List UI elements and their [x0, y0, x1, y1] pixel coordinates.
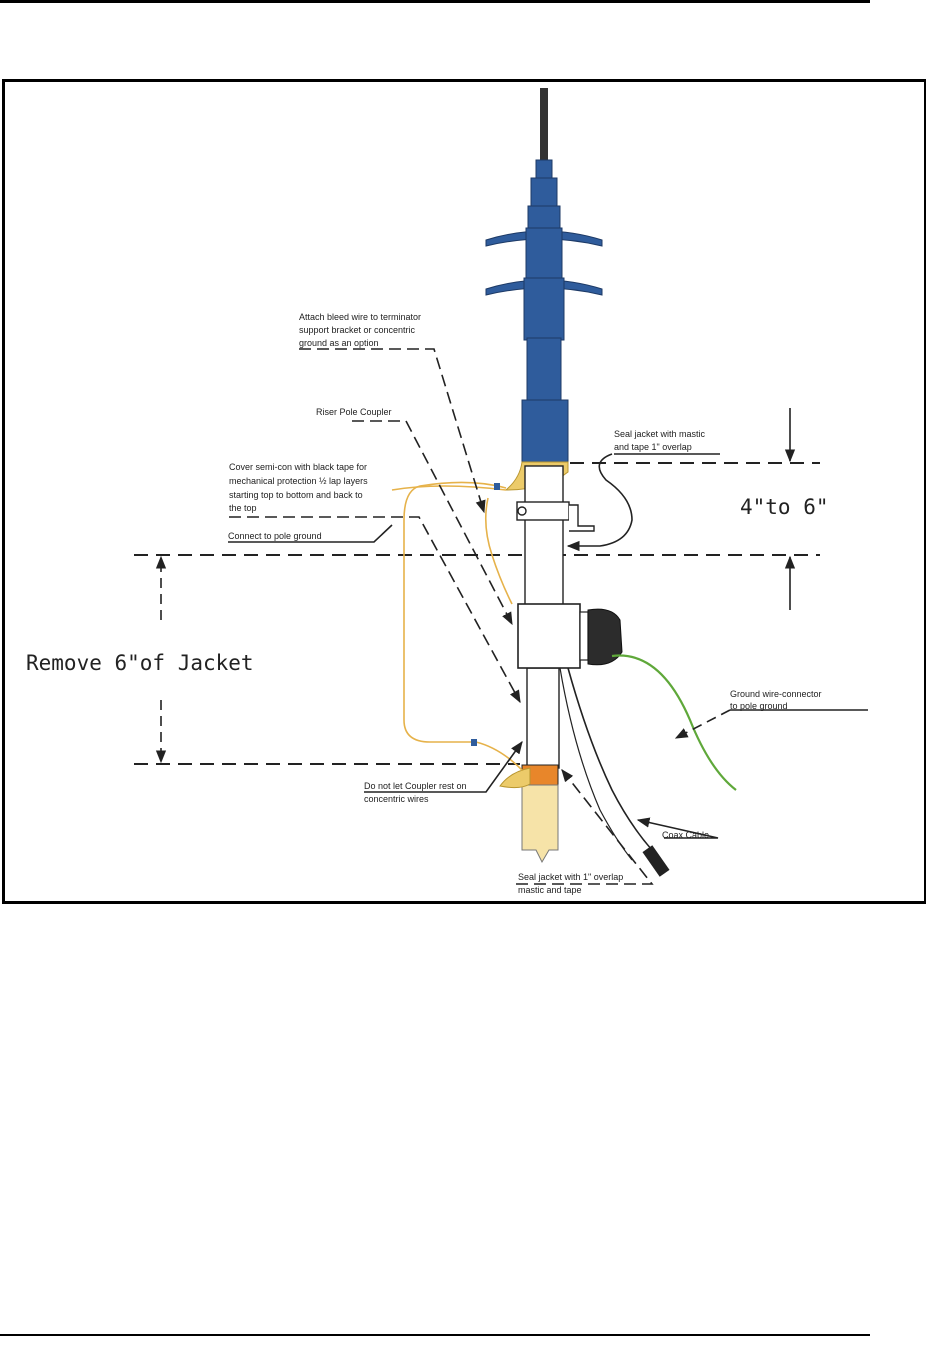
bleed-wires	[391, 481, 523, 771]
bracket-bolt	[517, 506, 527, 516]
cable-lower	[526, 667, 560, 769]
coax-connector	[642, 845, 670, 877]
coupler-housing	[517, 603, 581, 669]
terminator-body-lower	[526, 337, 562, 403]
bottom-rule	[0, 1334, 870, 1336]
leader-coax	[636, 817, 719, 839]
top-rule	[0, 0, 870, 3]
coupler-flange	[579, 611, 589, 661]
riser-pole-coupler	[517, 603, 623, 669]
leader-semicon	[229, 516, 521, 704]
leader-seal-bottom	[516, 768, 654, 885]
dimension-arrows	[155, 408, 796, 764]
leader-bleed-wire	[299, 348, 486, 514]
leader-coupler	[352, 420, 513, 626]
label-coax-cable: Coax Cable	[662, 830, 709, 840]
terminator-tip	[535, 159, 553, 181]
coax-cable	[559, 667, 670, 877]
label-ground-wire: Ground wire-connector to pole ground	[730, 689, 824, 711]
label-seal-jacket-bottom: Seal jacket with 1" overlap mastic and t…	[518, 872, 626, 895]
terminator-neck	[527, 205, 561, 229]
coax-line-2	[559, 667, 633, 861]
ground-wire	[611, 654, 737, 791]
coupler-connector	[587, 608, 623, 666]
label-bleed-wire: Attach bleed wire to terminator support …	[299, 312, 424, 348]
label-connect-pole-ground: Connect to pole ground	[228, 531, 322, 541]
conductor-lug	[540, 88, 548, 168]
label-cover-semicon: Cover semi-con with black tape for mecha…	[229, 462, 370, 513]
bleed-wire-upper	[391, 485, 507, 491]
cable-body	[524, 465, 564, 769]
leader-lines	[228, 348, 868, 885]
support-bracket	[516, 501, 595, 532]
terminator-body-upper	[525, 227, 563, 279]
terminator-upper	[530, 177, 558, 209]
terminator	[485, 88, 603, 463]
label-seal-jacket-top: Seal jacket with mastic and tape 1" over…	[614, 429, 708, 452]
bleed-wire-bottom	[475, 741, 523, 771]
wire-marker-bottom	[471, 739, 477, 746]
label-remove-jacket: Remove 6"of Jacket	[26, 651, 254, 675]
leader-seal-top	[566, 453, 633, 552]
label-do-not-let: Do not let Coupler rest on concentric wi…	[364, 781, 469, 804]
wire-marker-top	[494, 483, 500, 490]
label-riser-pole-coupler: Riser Pole Coupler	[316, 407, 392, 417]
concentric-wires-bottom	[499, 767, 531, 789]
bleed-wire-inner	[484, 497, 513, 605]
leader-do-not-let	[364, 740, 523, 793]
coax-line	[567, 667, 653, 851]
dimension-lines	[134, 462, 820, 765]
label-4-to-6: 4"to 6"	[740, 495, 829, 519]
bleed-wire-outer	[403, 481, 507, 743]
terminator-base	[521, 399, 569, 463]
leader-pole-ground	[228, 524, 393, 543]
terminator-body-mid	[523, 277, 565, 341]
leader-ground-wire	[674, 709, 731, 739]
bracket-arm	[569, 504, 595, 532]
cable-upper	[524, 465, 564, 607]
jacket-stub	[521, 784, 559, 864]
diagram-frame	[2, 79, 926, 904]
